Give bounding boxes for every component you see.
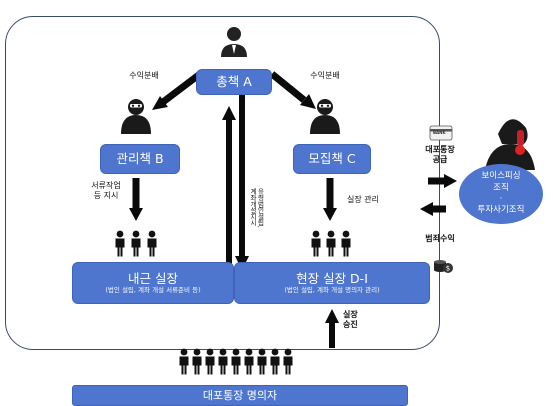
svg-text:$: $ <box>446 265 450 273</box>
arrow-c-to-staff <box>323 208 337 221</box>
nominee-node: 대포통장 명의자 <box>72 385 408 406</box>
manager-hacker-icon <box>121 99 151 134</box>
docs-order-label: 서류작업 등 지시 <box>91 181 121 201</box>
arrow-promote <box>325 309 339 323</box>
shell-company-instruction-label: 유령법인설립, 계좌개설지시 <box>248 188 264 228</box>
office-room-node: 내근 실장 (법인 설립, 계좌 개설 서류준비 등) <box>72 262 234 304</box>
phone-caller-icon <box>485 119 535 170</box>
arrow-crime-profit <box>420 202 433 216</box>
recruiter-hacker-icon <box>310 99 340 134</box>
chief-node: 총책 A <box>196 69 272 95</box>
bank-card-text: BANK <box>433 130 446 135</box>
arrow-b-to-staff <box>129 208 143 221</box>
office-staff-icons <box>115 230 157 257</box>
arrow-to-manager <box>152 96 168 110</box>
field-manage-label: 실장 관리 <box>347 195 379 204</box>
profit-share-left-label: 수익분배 <box>129 71 159 80</box>
arrow-up-to-chief <box>222 106 236 120</box>
arrow-supply <box>444 174 457 188</box>
recruiter-node: 모집책 C <box>293 144 371 174</box>
manager-node: 관리책 B <box>100 144 180 174</box>
field-room-node: 현장 실장 D-I (법인 설립, 계좌 개설 명의자 관리) <box>234 262 430 304</box>
bank-card-icon <box>429 125 453 141</box>
arrow-to-recruiter <box>300 94 316 109</box>
supply-label: 대포통장 공급 <box>425 145 455 165</box>
promotion-label: 실장 승진 <box>343 310 358 330</box>
nominee-crowd-icons <box>179 348 293 375</box>
field-staff-icons <box>311 230 351 257</box>
ceo-icon <box>221 27 247 57</box>
profit-share-right-label: 수익분배 <box>310 71 340 80</box>
money-icon: $ <box>434 260 453 273</box>
phishing-organization-node: 보이스피싱 조직 · 투자사기조직 <box>459 164 543 224</box>
crime-profit-label: 범죄수익 <box>425 234 455 243</box>
